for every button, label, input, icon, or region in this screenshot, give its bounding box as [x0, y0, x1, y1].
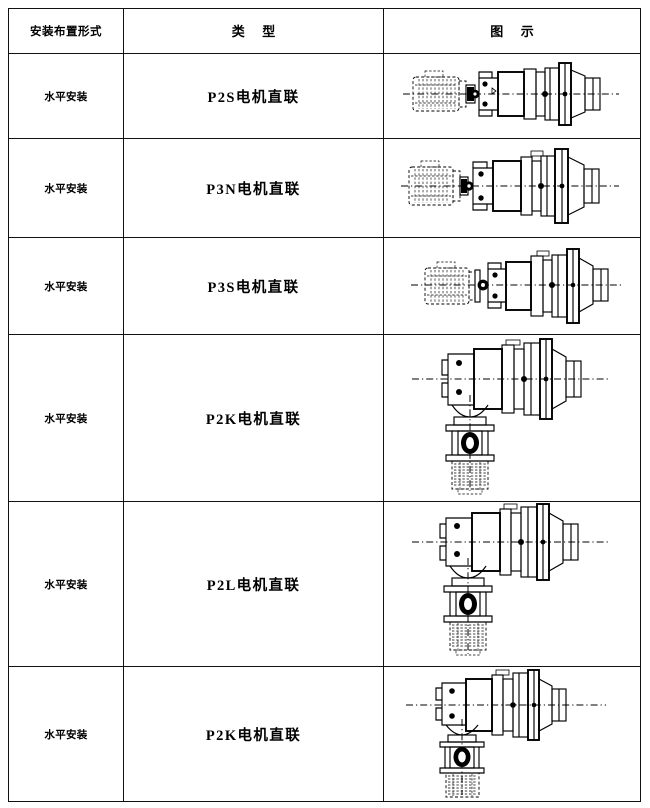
table-row: 水平安装 P2K电机直联: [8, 666, 641, 802]
column-header-type: 类 型: [123, 8, 384, 54]
type-label: P2L电机直联: [206, 577, 301, 594]
p2k-right-angle-direct-drive-diagram: [384, 335, 640, 501]
mounting-label: 水平安装: [44, 281, 88, 293]
cell-type-4: P2K电机直联: [123, 334, 384, 502]
cell-figure-6: [383, 666, 641, 802]
table-row: 水平安装 P2S电机直联: [8, 53, 641, 139]
cell-mounting-3: 水平安装: [8, 237, 124, 335]
column-header-mounting: 安装布置形式: [8, 8, 124, 54]
cell-type-1: P2S电机直联: [123, 53, 384, 139]
type-label: P2S电机直联: [207, 89, 300, 106]
cell-figure-4: [383, 334, 641, 502]
p2l-right-angle-direct-drive-diagram: [384, 502, 640, 666]
type-label: P2K电机直联: [205, 727, 302, 744]
cell-mounting-6: 水平安装: [8, 666, 124, 802]
mounting-label: 水平安装: [44, 413, 88, 425]
mounting-label: 水平安装: [44, 729, 88, 741]
cell-type-5: P2L电机直联: [123, 501, 384, 667]
specification-table: 安装布置形式 类 型 图 示 水平安装 P2S电机直联: [8, 8, 641, 802]
column-header-figure-label: 图 示: [490, 24, 541, 39]
cell-type-6: P2K电机直联: [123, 666, 384, 802]
table-row: 水平安装 P3S电机直联: [8, 237, 641, 335]
mounting-label: 水平安装: [44, 183, 88, 195]
p3s-horizontal-direct-drive-diagram: [384, 238, 640, 334]
type-label: P3N电机直联: [206, 181, 301, 198]
table-header: 安装布置形式 类 型 图 示: [8, 8, 641, 54]
mounting-label: 水平安装: [44, 91, 88, 103]
table-row: 水平安装 P2L电机直联: [8, 501, 641, 667]
p2s-horizontal-direct-drive-diagram: [384, 54, 640, 138]
cell-mounting-2: 水平安装: [8, 138, 124, 238]
p2k-right-angle-direct-drive-diagram-2: [384, 667, 640, 801]
cell-mounting-5: 水平安装: [8, 501, 124, 667]
table-row: 水平安装 P3N电机直联: [8, 138, 641, 238]
cell-figure-1: [383, 53, 641, 139]
mounting-label: 水平安装: [44, 579, 88, 591]
cell-mounting-4: 水平安装: [8, 334, 124, 502]
type-label: P3S电机直联: [207, 279, 300, 296]
cell-type-3: P3S电机直联: [123, 237, 384, 335]
cell-mounting-1: 水平安装: [8, 53, 124, 139]
p3n-horizontal-direct-drive-diagram: [384, 139, 640, 237]
table-body: 水平安装 P2S电机直联: [8, 53, 641, 802]
column-header-mounting-label: 安装布置形式: [30, 26, 102, 38]
cell-figure-2: [383, 138, 641, 238]
table-header-row: 安装布置形式 类 型 图 示: [8, 8, 641, 54]
table-row: 水平安装 P2K电机直联: [8, 334, 641, 502]
type-label: P2K电机直联: [205, 411, 302, 428]
cell-type-2: P3N电机直联: [123, 138, 384, 238]
column-header-type-label: 类 型: [231, 24, 283, 39]
cell-figure-5: [383, 501, 641, 667]
column-header-figure: 图 示: [383, 8, 641, 54]
cell-figure-3: [383, 237, 641, 335]
